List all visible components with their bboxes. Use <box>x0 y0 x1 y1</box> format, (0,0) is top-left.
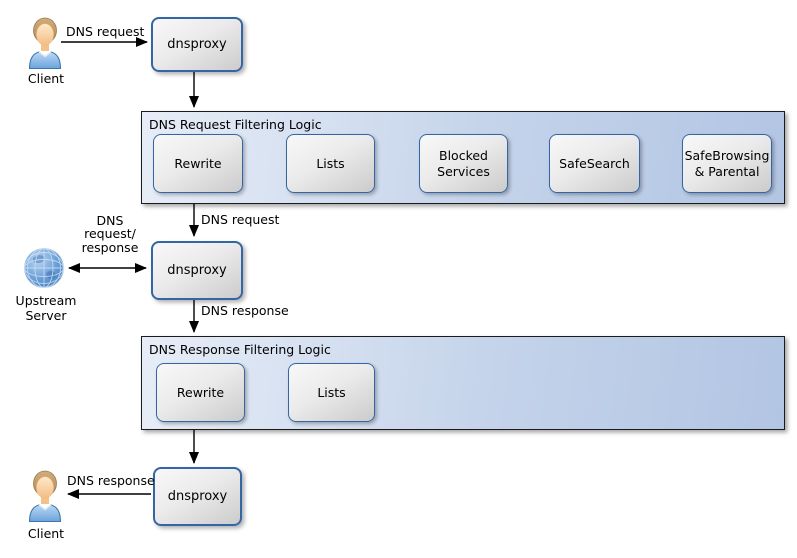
step-label: Lists <box>316 155 345 171</box>
edge-label-client-response: DNS response <box>67 473 155 488</box>
request-filtering-container: DNS Request Filtering Logic Rewrite List… <box>141 111 785 204</box>
step-lists: Lists <box>286 134 375 193</box>
client-icon-bottom <box>27 470 63 523</box>
step-blocked-services: Blocked Services <box>419 134 508 193</box>
response-filtering-title: DNS Response Filtering Logic <box>149 342 331 357</box>
node-label: dnsproxy <box>167 37 227 52</box>
client-label: Client <box>27 71 65 86</box>
client-label-bottom: Client <box>27 526 65 541</box>
step-label: Rewrite <box>174 155 222 171</box>
node-dnsproxy-bottom: dnsproxy <box>153 467 242 526</box>
edge-label-line: request/ <box>84 226 136 242</box>
step-lists-response: Lists <box>288 363 375 422</box>
step-label: Lists <box>317 384 346 400</box>
step-label: SafeBrowsing & Parental <box>684 147 770 179</box>
step-label: Rewrite <box>176 384 225 400</box>
request-filtering-title: DNS Request Filtering Logic <box>149 117 322 132</box>
step-safesearch: SafeSearch <box>549 134 640 193</box>
upstream-server-icon <box>23 247 65 289</box>
edge-label-line: DNS <box>96 213 124 228</box>
edge-label-client-request: DNS request <box>66 24 145 39</box>
step-rewrite-response: Rewrite <box>156 363 245 422</box>
step-label: SafeSearch <box>559 155 630 171</box>
edge-label-upstream: DNS request/ response <box>75 213 145 255</box>
step-safebrowsing-parental: SafeBrowsing & Parental <box>682 134 772 193</box>
edge-label-line: response <box>81 239 139 255</box>
node-dnsproxy-top: dnsproxy <box>151 17 243 72</box>
node-dnsproxy-middle: dnsproxy <box>151 241 243 300</box>
response-filtering-container: DNS Response Filtering Logic Rewrite Lis… <box>141 336 785 430</box>
client-icon <box>27 17 63 70</box>
node-label: dnsproxy <box>167 489 228 504</box>
step-label: Blocked Services <box>437 147 490 179</box>
step-rewrite: Rewrite <box>153 134 243 193</box>
edge-label-filtered-request: DNS request <box>201 212 280 227</box>
edge-label-proxy-response: DNS response <box>201 303 289 318</box>
node-label: dnsproxy <box>167 263 227 278</box>
upstream-server-label: Upstream Server <box>15 293 77 323</box>
